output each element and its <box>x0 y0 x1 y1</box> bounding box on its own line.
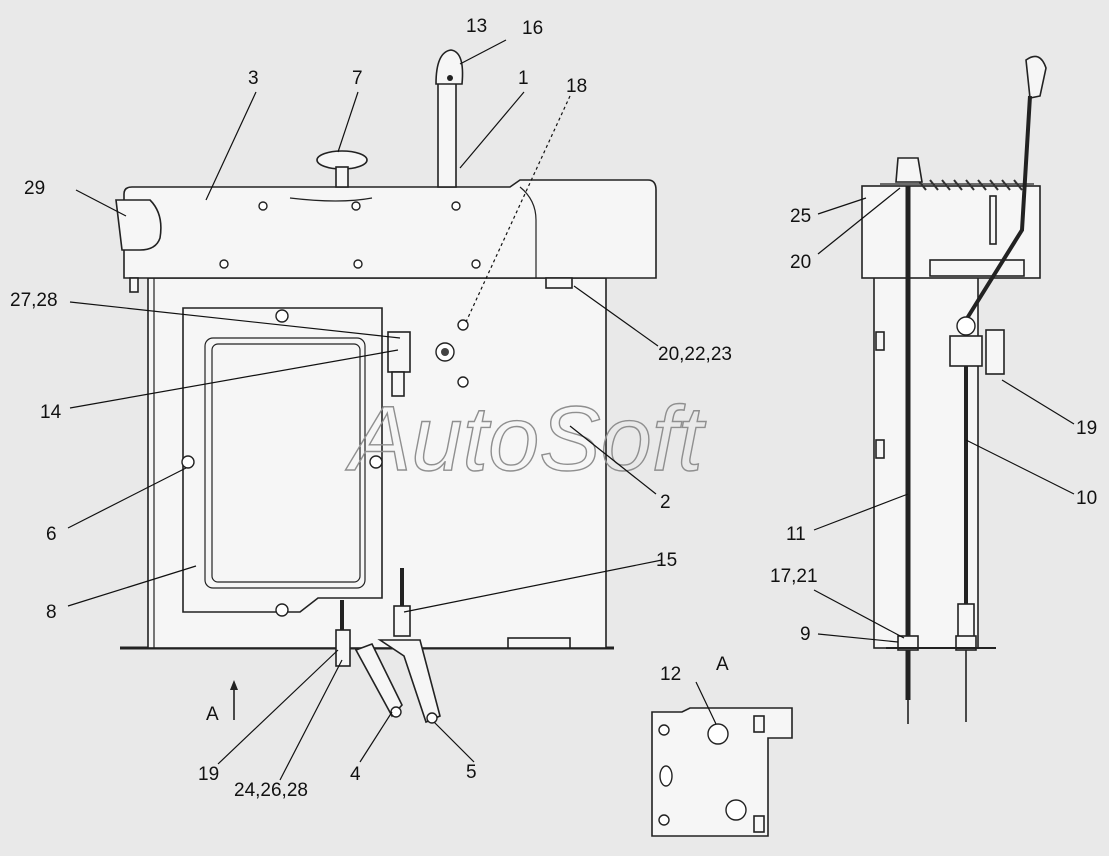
door-screw-top <box>275 309 289 323</box>
callout-9: 9 <box>800 624 811 645</box>
side-knob <box>895 157 923 183</box>
door-panel <box>182 307 383 613</box>
callout-19-front: 19 <box>198 764 219 785</box>
callout-17-21: 17,21 <box>770 566 818 587</box>
callout-15: 15 <box>656 550 677 571</box>
watermark: AutoSoft <box>345 388 706 490</box>
callout-24-26-28: 24,26,28 <box>234 780 308 801</box>
callout-8: 8 <box>46 602 57 623</box>
callout-20-22-23: 20,22,23 <box>658 344 732 365</box>
lever-handle <box>435 49 464 85</box>
callout-4: 4 <box>350 764 361 785</box>
gear-lever <box>964 95 1032 322</box>
view-a-plate <box>651 707 793 837</box>
callout-18: 18 <box>566 76 587 97</box>
lever-arm-4 <box>354 642 403 718</box>
callout-3: 3 <box>248 68 259 89</box>
view-a-label: A <box>716 654 729 675</box>
callout-13: 13 <box>466 16 487 37</box>
callout-labels: 13 16 3 7 1 18 29 27,28 20,22,23 14 2 6 … <box>10 16 1097 801</box>
view-arrow-label: A <box>206 704 219 725</box>
callout-11: 11 <box>786 524 806 545</box>
door-screw-right <box>369 455 383 469</box>
view-a <box>651 707 793 837</box>
callout-1: 1 <box>518 68 529 89</box>
callout-29: 29 <box>24 178 45 199</box>
callout-10: 10 <box>1076 488 1097 509</box>
leader-lines <box>67 39 1075 781</box>
front-view <box>115 49 657 724</box>
lever-rod <box>437 79 457 188</box>
side-bracket <box>115 199 162 251</box>
callout-12: 12 <box>660 664 681 685</box>
callout-20: 20 <box>790 252 811 273</box>
door-screw-bottom <box>275 603 289 617</box>
clevis <box>335 629 351 667</box>
callout-27-28: 27,28 <box>10 290 58 311</box>
callout-7: 7 <box>352 68 363 89</box>
callout-6: 6 <box>46 524 57 545</box>
callout-2: 2 <box>660 492 671 513</box>
side-view <box>861 55 1047 724</box>
callout-16: 16 <box>522 18 543 39</box>
callout-5: 5 <box>466 762 477 783</box>
gear-knob <box>1025 55 1047 99</box>
door-screw-left <box>181 455 195 469</box>
top-cover <box>123 179 657 279</box>
callout-19-side: 19 <box>1076 418 1097 439</box>
callout-25: 25 <box>790 206 811 227</box>
callout-14: 14 <box>40 402 62 423</box>
